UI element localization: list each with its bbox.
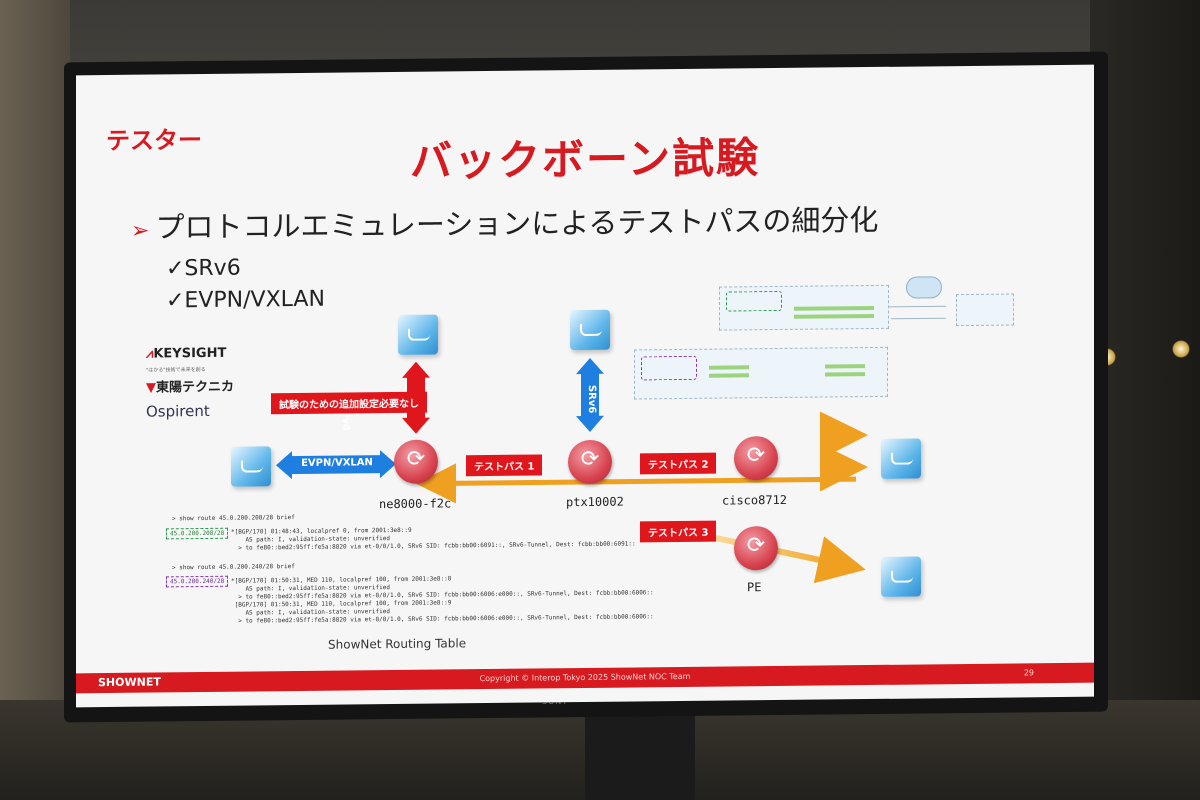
background-wall-right [1090,0,1200,800]
srv6-arrow-head-top [576,357,604,375]
tester-device-icon [881,438,921,479]
test-path-2-upper [621,411,868,460]
routing-cmd-2: > show route 45.0.200.240/28 brief [172,563,295,572]
router-icon [568,439,612,485]
router-name-pe: PE [747,580,762,595]
evpn-arrow-shaft [286,455,386,475]
cloud-icon [906,276,942,299]
tester-gui-screenshot-3 [956,293,1014,327]
prefix-box-green [726,290,782,312]
router-name-cisco8712: cisco8712 [722,492,788,508]
router-icon [734,435,778,481]
srv6-label: SRv6 [586,384,597,414]
page-number: 29 [1023,668,1034,678]
routing-prefix-2: 45.0.200.240/28 [166,575,229,588]
srv6-arrow-head-bottom [576,415,604,432]
slide: テスター バックボーン試験 ➢プロトコルエミュレーションによるテストパスの細分化… [76,64,1094,708]
router-name-ptx10002: ptx10002 [566,494,624,510]
routing-cmd-1: > show route 45.0.200.208/28 brief [172,514,295,523]
router-icon [394,439,438,485]
ipv4-arrow-head-top [402,361,430,378]
evpn-arrow-head-right [380,450,396,479]
monitor-stand [585,705,695,800]
test-path-2-label: テストパス 2 [640,452,717,475]
test-path-3-label: テストパス 3 [640,520,717,543]
router-name-ne8000: ne8000-f2c [379,496,452,512]
prefix-box-purple [641,355,697,381]
tester-device-icon [570,309,610,351]
no-extra-config-note: 試験のための追加設定必要なし [271,391,427,415]
router-icon [734,525,778,571]
tester-gui-screenshot-2 [634,346,888,400]
evpn-label: EVPN/VXLAN [301,457,373,469]
routing-prefix-1: 45.0.200.208/28 [166,527,229,540]
tester-device-icon [881,556,921,597]
background-wall-left [0,0,70,800]
routing-table-caption: ShowNet Routing Table [328,636,467,652]
ipv4-arrow-head-bottom [402,417,430,434]
test-path-1 [416,463,856,504]
tester-gui-screenshot-1 [719,284,889,331]
evpn-arrow-head-left [276,451,292,480]
test-path-1-label: テストパス 1 [466,454,543,477]
tester-device-icon [398,314,438,355]
tester-device-icon [231,446,271,487]
ceiling-light [1172,340,1190,358]
test-port-link [891,317,946,320]
